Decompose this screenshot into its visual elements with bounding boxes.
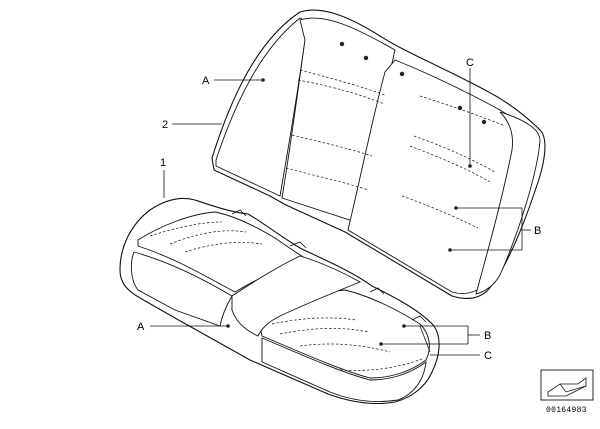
label-c-backrest: C — [466, 57, 474, 69]
label-a-backrest: A — [202, 75, 210, 87]
label-part-1: 1 — [160, 157, 166, 169]
label-a-cushion: A — [137, 321, 145, 333]
label-b-cushion: B — [484, 330, 491, 342]
catalog-number: 00164983 — [546, 406, 587, 415]
label-b-backrest: B — [534, 225, 541, 237]
backrest — [211, 9, 546, 300]
label-c-cushion: C — [484, 350, 492, 362]
seat-cushion — [119, 197, 440, 405]
callout-lines — [150, 68, 531, 356]
seat-fold-icon — [540, 369, 594, 401]
label-part-2: 2 — [162, 119, 168, 131]
